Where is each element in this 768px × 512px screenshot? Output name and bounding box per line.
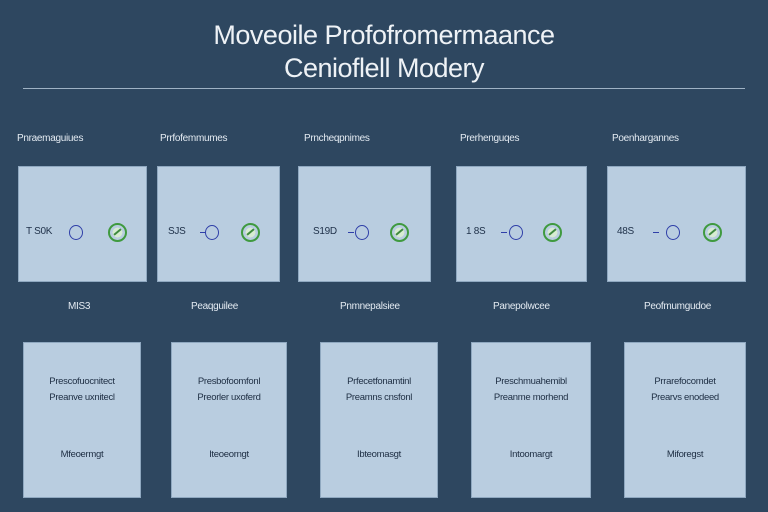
metric-row: S19D	[299, 221, 430, 245]
dash-icon	[501, 232, 507, 233]
blue-ring-icon	[69, 225, 83, 240]
page-subtitle: Cenioflell Modery	[283, 53, 485, 83]
card-line-1: Presbofoomfonl	[197, 376, 261, 387]
bottom-card-label-4: Panepolwcee	[493, 301, 550, 312]
blue-ring-icon	[205, 225, 219, 240]
card-line-2: Prearvs enodeed	[651, 392, 719, 403]
top-card-label-1: Pnraemaguiues	[17, 133, 84, 144]
metric-value: T S0K	[26, 226, 53, 237]
card-line-1: Prfecetfonamtinl	[347, 376, 411, 387]
page-title: Moveoile Profofromermaance	[213, 20, 555, 50]
detail-card-3[interactable]: Prfecetfonamtinl Preamns cnsfonl Ibteoma…	[320, 342, 438, 498]
blue-ring-icon	[509, 225, 523, 240]
dash-icon	[200, 232, 206, 233]
card-footer: Ibteomasgt	[357, 449, 401, 460]
green-ring-icon	[703, 223, 722, 242]
dash-icon	[348, 232, 354, 233]
detail-card-4[interactable]: Preschmuahemibl Preanme morhend Intoomar…	[471, 342, 591, 498]
metric-card-4[interactable]: 1 8S	[456, 166, 587, 282]
top-card-label-4: Prerhenguqes	[460, 133, 520, 144]
card-line-2: Preorler uxoferd	[197, 392, 261, 403]
metric-row: SJS	[158, 221, 279, 245]
card-footer: Miforegst	[666, 449, 704, 460]
card-line-1: Prescofuocnitect	[49, 376, 115, 387]
blue-ring-icon	[355, 225, 369, 240]
card-line-1: Preschmuahemibl	[495, 376, 567, 387]
metric-value: 1 8S	[466, 226, 486, 237]
green-ring-icon	[241, 223, 260, 242]
detail-card-2[interactable]: Presbofoomfonl Preorler uxoferd Iteoeorn…	[171, 342, 287, 498]
metric-card-3[interactable]: S19D	[298, 166, 431, 282]
bottom-card-label-1: MIS3	[68, 301, 91, 312]
top-card-label-2: Prrfofemmumes	[160, 133, 228, 144]
detail-card-5[interactable]: Prrarefocomdet Prearvs enodeed Miforegst	[624, 342, 746, 498]
detail-card-1[interactable]: Prescofuocnitect Preanve uxnitecl Mfeoer…	[23, 342, 141, 498]
card-line-2: Preanve uxnitecl	[49, 392, 115, 403]
card-footer: Intoomargt	[509, 449, 553, 460]
bottom-card-label-5: Peofmumgudoe	[644, 301, 712, 312]
card-line-1: Prrarefocomdet	[654, 376, 716, 387]
top-card-label-3: Prncheqpnimes	[304, 133, 370, 144]
top-card-label-5: Poenhargannes	[612, 133, 679, 144]
card-footer: Iteoeorngt	[209, 449, 249, 460]
metric-row: 1 8S	[457, 221, 586, 245]
metric-row: 48S	[608, 221, 745, 245]
card-footer: Mfeoermgt	[60, 449, 104, 460]
card-line-2: Preanme morhend	[493, 392, 569, 403]
metric-card-2[interactable]: SJS	[157, 166, 280, 282]
header-divider	[23, 88, 745, 89]
metric-card-1[interactable]: T S0K	[18, 166, 147, 282]
green-ring-icon	[543, 223, 562, 242]
metric-card-5[interactable]: 48S	[607, 166, 746, 282]
metric-value: S19D	[313, 226, 337, 237]
dash-icon	[653, 232, 659, 233]
green-ring-icon	[108, 223, 127, 242]
metric-value: 48S	[617, 226, 634, 237]
bottom-card-label-3: Pnmnepalsiee	[340, 301, 400, 312]
metric-value: SJS	[168, 226, 186, 237]
metric-row: T S0K	[19, 221, 146, 245]
blue-ring-icon	[666, 225, 680, 240]
green-ring-icon	[390, 223, 409, 242]
card-line-2: Preamns cnsfonl	[345, 392, 413, 403]
bottom-card-label-2: Peaqguilee	[191, 301, 239, 312]
